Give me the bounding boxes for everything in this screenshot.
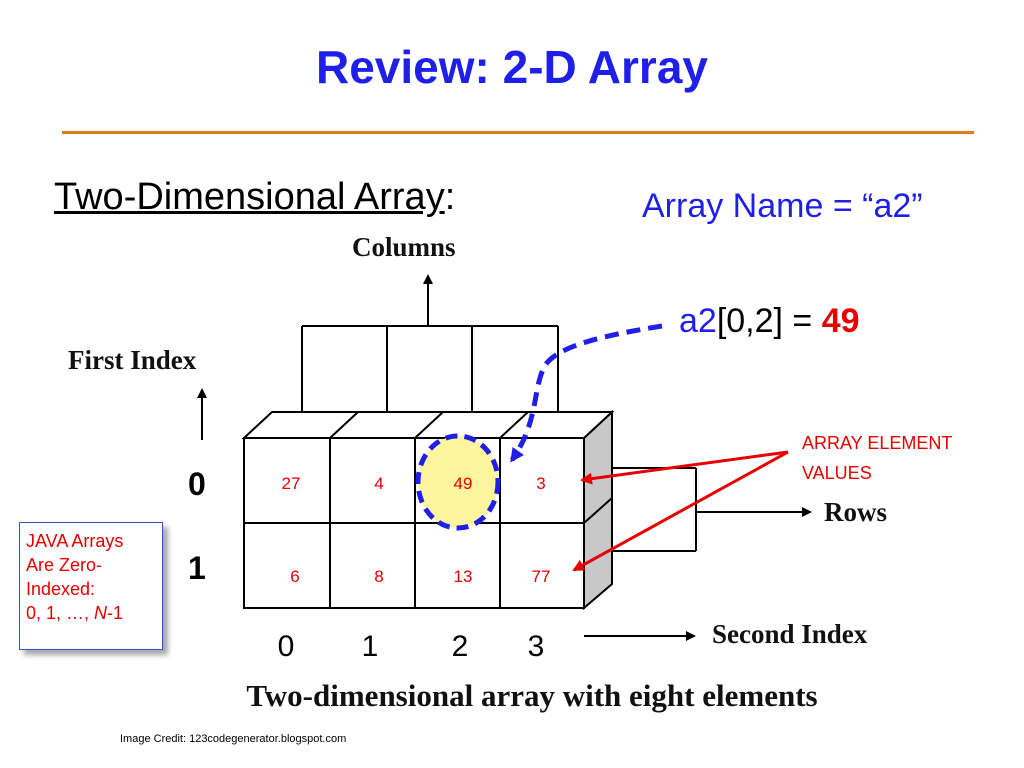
cell-value-0-0: 27	[282, 474, 301, 493]
row-index-0: 0	[188, 466, 206, 502]
expr-index: [0,2] =	[716, 302, 822, 340]
column-index-0: 0	[277, 630, 295, 663]
expr-array-name: a2	[679, 302, 717, 340]
element-values-arrow-row0	[580, 450, 789, 485]
diagram-caption: Two-dimensional array with eight element…	[246, 678, 818, 713]
section-heading: Two-Dimensional Array:	[54, 176, 455, 219]
array-name-label: Array Name = “a2”	[642, 187, 923, 225]
note-line-4-n: N	[94, 603, 108, 623]
element-values-label-line1: ARRAY ELEMENT	[802, 433, 953, 453]
element-access-expression: a2[0,2] = 49	[679, 302, 860, 341]
cell-value-1-3: 77	[532, 567, 551, 586]
zero-index-note: JAVA Arrays Are Zero- Indexed: 0, 1, …, …	[19, 522, 163, 650]
rows-label: Rows	[824, 497, 888, 527]
side-face-divider	[583, 497, 613, 524]
second-index-label: Second Index	[712, 619, 868, 649]
cell-value-0-1: 4	[374, 474, 383, 493]
first-index-label: First Index	[68, 345, 197, 375]
blue-dashed-arrow	[509, 323, 663, 463]
note-line-4: 0, 1, …, N-1	[26, 601, 158, 625]
note-line-4-prefix: 0, 1, …,	[26, 603, 95, 623]
row-index-1: 1	[188, 550, 206, 586]
cell-value-1-1: 8	[374, 567, 383, 586]
column-index-2: 2	[451, 630, 469, 663]
element-values-arrow-row1	[572, 450, 789, 572]
highlight-circle	[415, 433, 501, 531]
cell-value-1-0: 6	[290, 567, 299, 586]
image-credit: Image Credit: 123codegenerator.blogspot.…	[120, 733, 347, 745]
columns-label: Columns	[352, 232, 456, 262]
cell-value-1-2: 13	[454, 567, 473, 586]
column-index-1: 1	[361, 630, 379, 663]
title-divider	[62, 131, 974, 134]
expr-value: 49	[821, 302, 860, 340]
element-values-label: ARRAY ELEMENT VALUES	[802, 428, 952, 488]
cell-value-0-2: 49	[454, 474, 473, 493]
rows-bracket	[612, 467, 697, 552]
note-line-2: Are Zero-	[26, 555, 103, 575]
section-heading-text: Two-Dimensional Array	[54, 176, 445, 218]
cell-value-0-3: 3	[536, 474, 545, 493]
columns-bracket	[301, 325, 559, 412]
note-line-1: JAVA Arrays	[26, 531, 124, 551]
top-divider-3	[499, 411, 529, 439]
top-divider-1	[329, 411, 359, 439]
note-line-4-suffix: -1	[107, 603, 124, 623]
top-divider-2	[414, 411, 444, 439]
column-index-3: 3	[527, 630, 545, 663]
note-line-3: Indexed:	[26, 579, 96, 599]
slide-title: Review: 2-D Array	[315, 41, 708, 93]
element-values-label-line2: VALUES	[802, 463, 872, 483]
section-heading-colon: :	[444, 176, 456, 218]
